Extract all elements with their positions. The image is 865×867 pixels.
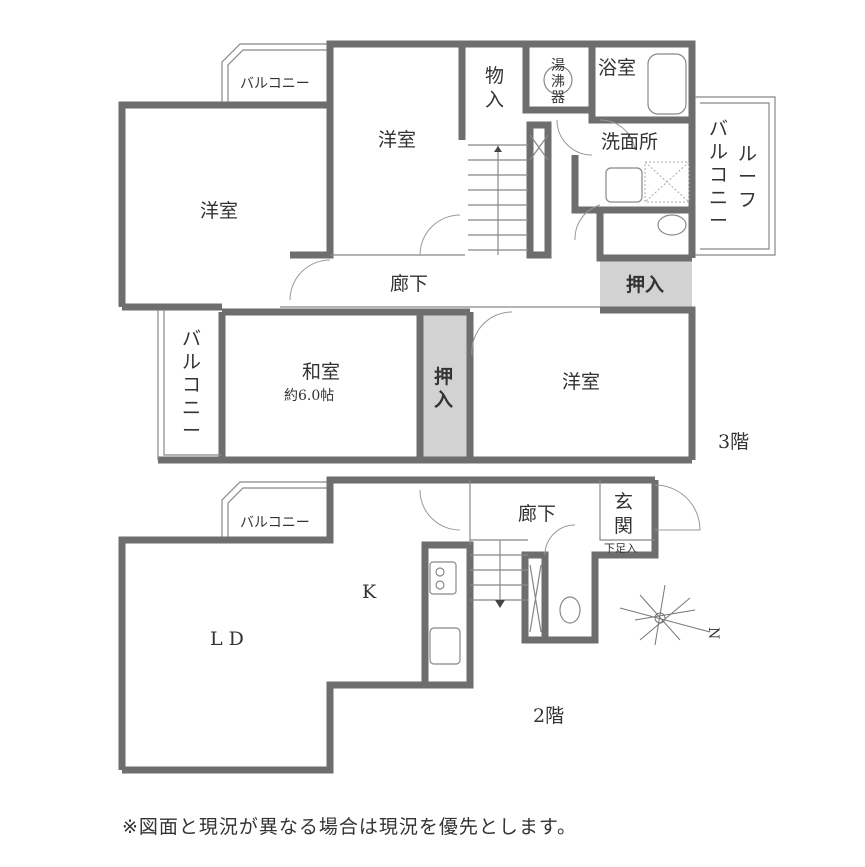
- water-heater-label: 器: [551, 90, 565, 106]
- roof-balcony-label: ル ー フ バ ル コ ニ ー: [709, 118, 757, 232]
- storage-label: 入: [485, 89, 504, 111]
- char: バ: [182, 328, 201, 350]
- char: ー: [182, 420, 201, 442]
- washbasin: [605, 167, 643, 203]
- water-heater-label: 沸: [551, 74, 565, 90]
- floor-2-level-label: 2階: [533, 705, 564, 727]
- char: フ: [738, 189, 757, 211]
- japanese-room-label: 和室: [302, 361, 340, 383]
- char: コ: [709, 164, 728, 186]
- closet-center-label: 入: [434, 389, 453, 411]
- balcony-2f-label: バルコニー: [240, 515, 310, 531]
- floor-2: N L D K 廊下 玄 関 下足入 バルコニー 2階: [118, 476, 721, 774]
- bathroom-label: 浴室: [598, 57, 636, 79]
- stairs-arrow: [495, 600, 505, 608]
- washroom-label: 洗面所: [601, 131, 658, 153]
- char: ル: [738, 143, 757, 165]
- living-dining-label: L D: [210, 628, 244, 650]
- toilet-3f: [657, 214, 687, 236]
- char: コ: [182, 374, 201, 396]
- corridor-3f-label: 廊下: [390, 273, 428, 295]
- corridor-2f-label: 廊下: [518, 503, 556, 525]
- floor-3-level-label: 3階: [718, 431, 749, 453]
- storage-label: 物: [485, 65, 504, 87]
- closet-right-label: 押入: [626, 273, 664, 296]
- shoe-storage-label: 下足入: [604, 542, 637, 555]
- water-heater-symbol: [543, 65, 573, 95]
- balcony-top-outline: [221, 43, 330, 105]
- stairs-3f: [468, 144, 528, 255]
- char: ニ: [182, 397, 201, 419]
- entrance-label: 関: [614, 515, 633, 537]
- toilet-2f: [559, 596, 581, 624]
- room-western-left: 洋室: [200, 200, 238, 222]
- compass-icon: [619, 584, 711, 646]
- char: ル: [709, 141, 728, 163]
- balcony-top-label: バルコニー: [240, 76, 310, 92]
- balcony-left-label: バ ル コ ニ ー: [182, 328, 201, 442]
- char: ー: [738, 166, 757, 188]
- closet-right-fill: [600, 258, 692, 310]
- stove: [429, 561, 457, 595]
- char: バ: [709, 118, 728, 140]
- closet-center-fill: [422, 312, 470, 460]
- room-western-right: 洋室: [562, 371, 600, 393]
- water-heater-label: 湯: [551, 57, 565, 74]
- compass-north-label: N: [705, 627, 721, 639]
- closet-center-label: 押: [434, 365, 453, 388]
- balcony-2f-outline: [221, 481, 330, 540]
- char: ル: [182, 351, 201, 373]
- kitchen-label: K: [362, 581, 377, 603]
- floor-3: 洋室 洋室 洋室 物 入 湯 沸 器 浴室 洗面所 廊下 押入 押 入 和室 約…: [118, 40, 776, 464]
- entrance-label: 玄: [614, 491, 633, 513]
- bathtub: [647, 53, 687, 115]
- disclaimer-note: ※図面と現況が異なる場合は現況を優先とします。: [122, 816, 578, 838]
- room-western-top: 洋室: [378, 129, 416, 151]
- char: ー: [709, 210, 728, 232]
- kitchen-sink: [429, 627, 461, 665]
- japanese-room-size: 約6.0帖: [284, 388, 334, 404]
- char: ニ: [709, 187, 728, 209]
